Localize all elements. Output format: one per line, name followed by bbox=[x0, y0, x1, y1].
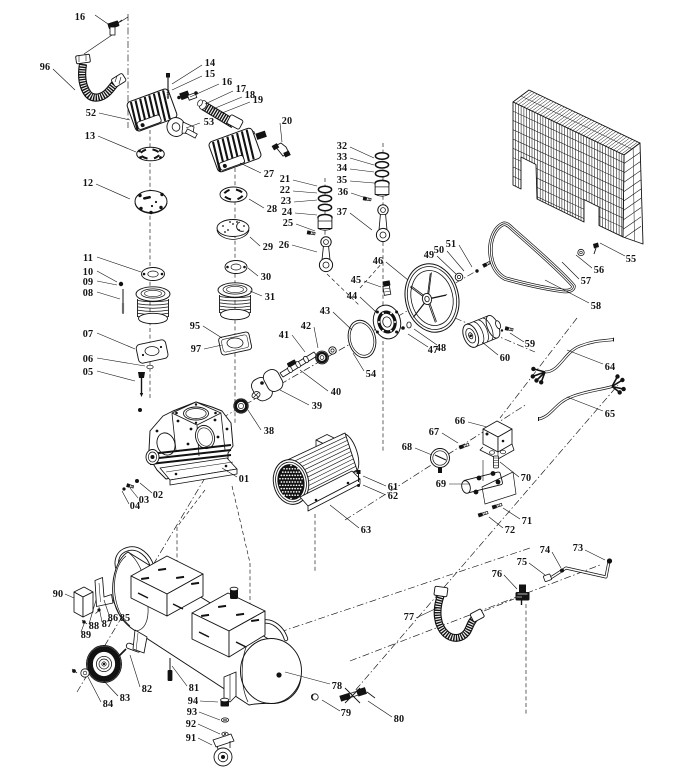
svg-text:45: 45 bbox=[351, 275, 362, 286]
svg-text:36: 36 bbox=[338, 187, 349, 198]
svg-text:77: 77 bbox=[404, 612, 415, 623]
svg-text:66: 66 bbox=[455, 416, 466, 427]
svg-text:90: 90 bbox=[53, 589, 64, 600]
svg-text:38: 38 bbox=[264, 426, 275, 437]
svg-text:81: 81 bbox=[189, 683, 200, 694]
svg-text:64: 64 bbox=[605, 362, 616, 373]
svg-text:54: 54 bbox=[366, 369, 377, 380]
svg-text:40: 40 bbox=[331, 387, 342, 398]
svg-text:06: 06 bbox=[83, 354, 94, 365]
svg-text:01: 01 bbox=[239, 474, 250, 485]
svg-text:74: 74 bbox=[540, 545, 551, 556]
svg-text:46: 46 bbox=[373, 256, 384, 267]
svg-text:26: 26 bbox=[279, 240, 290, 251]
svg-text:19: 19 bbox=[253, 95, 264, 106]
svg-text:85: 85 bbox=[120, 613, 131, 624]
svg-text:78: 78 bbox=[332, 681, 343, 692]
svg-text:09: 09 bbox=[83, 277, 94, 288]
svg-text:86: 86 bbox=[108, 613, 119, 624]
svg-text:30: 30 bbox=[261, 272, 272, 283]
svg-text:39: 39 bbox=[312, 401, 323, 412]
svg-text:31: 31 bbox=[265, 292, 276, 303]
svg-text:15: 15 bbox=[205, 69, 216, 80]
svg-text:43: 43 bbox=[320, 306, 331, 317]
svg-text:47: 47 bbox=[428, 345, 439, 356]
svg-text:03: 03 bbox=[139, 495, 150, 506]
svg-text:16: 16 bbox=[75, 12, 86, 23]
svg-text:07: 07 bbox=[83, 329, 94, 340]
svg-text:50: 50 bbox=[434, 245, 445, 256]
svg-text:56: 56 bbox=[594, 265, 605, 276]
svg-text:83: 83 bbox=[120, 693, 131, 704]
svg-text:10: 10 bbox=[83, 267, 94, 278]
svg-text:21: 21 bbox=[280, 174, 291, 185]
svg-text:05: 05 bbox=[83, 367, 94, 378]
svg-text:71: 71 bbox=[522, 516, 533, 527]
svg-text:35: 35 bbox=[337, 175, 348, 186]
svg-text:27: 27 bbox=[264, 169, 275, 180]
svg-text:55: 55 bbox=[626, 254, 637, 265]
svg-text:92: 92 bbox=[186, 719, 197, 730]
svg-text:22: 22 bbox=[280, 185, 291, 196]
svg-text:88: 88 bbox=[89, 621, 100, 632]
svg-text:96: 96 bbox=[40, 62, 51, 73]
svg-text:23: 23 bbox=[281, 196, 292, 207]
svg-text:32: 32 bbox=[337, 141, 348, 152]
svg-text:67: 67 bbox=[429, 427, 440, 438]
svg-text:12: 12 bbox=[83, 178, 94, 189]
svg-text:68: 68 bbox=[402, 442, 413, 453]
svg-text:84: 84 bbox=[103, 699, 114, 710]
svg-text:33: 33 bbox=[337, 152, 348, 163]
svg-text:41: 41 bbox=[279, 330, 290, 341]
svg-text:57: 57 bbox=[581, 276, 592, 287]
svg-text:13: 13 bbox=[85, 131, 96, 142]
svg-text:73: 73 bbox=[573, 543, 584, 554]
svg-text:69: 69 bbox=[436, 479, 447, 490]
svg-text:61: 61 bbox=[388, 482, 399, 493]
svg-text:87: 87 bbox=[102, 619, 113, 630]
svg-text:17: 17 bbox=[236, 84, 247, 95]
svg-text:95: 95 bbox=[190, 321, 201, 332]
svg-text:80: 80 bbox=[394, 714, 405, 725]
svg-text:28: 28 bbox=[267, 204, 278, 215]
svg-text:72: 72 bbox=[505, 525, 516, 536]
svg-text:89: 89 bbox=[81, 630, 92, 641]
svg-text:63: 63 bbox=[361, 525, 372, 536]
svg-text:97: 97 bbox=[191, 344, 202, 355]
svg-text:60: 60 bbox=[500, 353, 511, 364]
svg-text:14: 14 bbox=[205, 58, 216, 69]
svg-text:51: 51 bbox=[446, 239, 457, 250]
svg-text:94: 94 bbox=[188, 696, 199, 707]
svg-text:11: 11 bbox=[83, 253, 93, 264]
svg-text:70: 70 bbox=[521, 473, 532, 484]
svg-text:82: 82 bbox=[142, 684, 153, 695]
svg-text:42: 42 bbox=[301, 321, 312, 332]
svg-text:52: 52 bbox=[86, 108, 97, 119]
svg-text:76: 76 bbox=[492, 569, 503, 580]
svg-text:20: 20 bbox=[282, 116, 293, 127]
svg-text:25: 25 bbox=[283, 218, 294, 229]
svg-text:37: 37 bbox=[337, 207, 348, 218]
svg-text:34: 34 bbox=[337, 163, 348, 174]
svg-text:48: 48 bbox=[436, 343, 447, 354]
svg-text:49: 49 bbox=[424, 250, 435, 261]
svg-text:58: 58 bbox=[591, 301, 602, 312]
svg-text:08: 08 bbox=[83, 288, 94, 299]
svg-text:62: 62 bbox=[388, 491, 399, 502]
svg-text:04: 04 bbox=[130, 501, 141, 512]
svg-text:65: 65 bbox=[605, 409, 616, 420]
svg-text:18: 18 bbox=[245, 90, 256, 101]
svg-text:24: 24 bbox=[282, 207, 293, 218]
svg-text:91: 91 bbox=[186, 733, 197, 744]
svg-text:93: 93 bbox=[187, 707, 198, 718]
svg-text:53: 53 bbox=[204, 117, 215, 128]
svg-text:79: 79 bbox=[341, 708, 352, 719]
svg-text:16: 16 bbox=[222, 77, 233, 88]
svg-text:75: 75 bbox=[517, 557, 528, 568]
svg-text:29: 29 bbox=[263, 242, 274, 253]
svg-text:44: 44 bbox=[347, 291, 358, 302]
svg-text:02: 02 bbox=[153, 490, 164, 501]
svg-text:59: 59 bbox=[525, 339, 536, 350]
